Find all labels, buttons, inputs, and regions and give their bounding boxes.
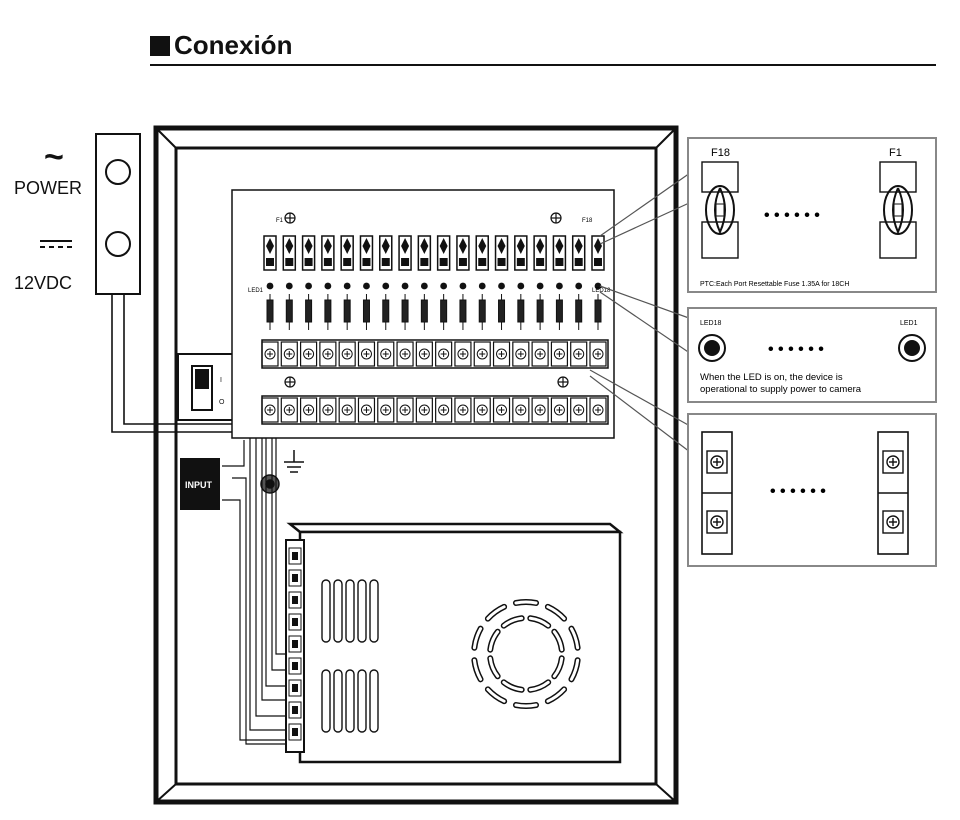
terminal-row-negative (261, 395, 609, 425)
vent-slot (357, 579, 367, 643)
vent-slot (333, 579, 343, 643)
fuse-detail-right (879, 161, 917, 259)
page-title: Conexión (150, 30, 292, 61)
input-wires (111, 294, 240, 433)
status-led (363, 282, 370, 290)
status-led (401, 282, 409, 290)
title-underline (150, 64, 936, 66)
status-led (556, 282, 563, 290)
callout-leaders (589, 165, 701, 453)
status-led (420, 282, 428, 290)
resistor (382, 299, 390, 323)
resistor (498, 299, 506, 323)
vent-slot (321, 579, 331, 643)
status-led (594, 282, 602, 290)
resistor-row (266, 294, 602, 330)
fuse-callout-left-label: F18 (711, 147, 730, 159)
status-led (536, 282, 544, 290)
led-caption-line-1: When the LED is on, the device is (700, 372, 843, 383)
resistor (594, 299, 602, 323)
resistor (536, 299, 544, 323)
status-led (498, 282, 505, 290)
distribution-board: LED1 LED18 F1 F18 (231, 189, 615, 439)
input-label: INPUT (185, 480, 213, 490)
fuse-row-left-label: F1 (276, 218, 284, 224)
led-row-left-label: LED1 (248, 288, 264, 294)
resistor (324, 299, 332, 323)
resistor (362, 299, 370, 323)
vent-slot (345, 579, 355, 643)
ac-symbol-icon: ~ (44, 138, 64, 176)
power-plug-block (95, 133, 141, 295)
fuse-holder-row (263, 235, 605, 271)
fuse-row-right-label: F18 (582, 218, 593, 224)
resistor (478, 299, 486, 323)
status-led (575, 282, 583, 290)
psu-wires (222, 438, 286, 745)
fuse-callout-right-label: F1 (889, 147, 902, 159)
resistor (420, 299, 428, 323)
status-led (440, 282, 448, 290)
led-callout-ellipsis: • • • • • • (768, 341, 824, 358)
status-led (266, 282, 274, 290)
resistor (343, 299, 351, 323)
vent-slot (369, 669, 379, 733)
resistor (440, 299, 448, 323)
status-led (517, 282, 525, 290)
title-text: Conexión (174, 30, 293, 60)
vent-slot (345, 669, 355, 733)
status-led (382, 282, 390, 290)
resistor (305, 299, 313, 323)
terminal-detail-right (877, 431, 909, 555)
terminal-row-positive (261, 339, 609, 369)
title-bullet (150, 35, 170, 56)
resistor (266, 299, 274, 323)
status-led (478, 282, 486, 290)
led-caption-line-2: operational to supply power to camera (700, 384, 862, 395)
input-block (180, 458, 220, 510)
plus-symbol-icon (284, 212, 569, 388)
psu-terminal-strip (288, 547, 302, 741)
resistor (575, 299, 583, 323)
fuse-detail-left (701, 161, 739, 259)
status-led (459, 282, 467, 290)
fuse-callout-ellipsis: • • • • • • (764, 207, 820, 224)
psu-vent-slots (321, 579, 379, 733)
terminal-callout-ellipsis: • • • • • • (770, 483, 826, 500)
vent-slot (321, 669, 331, 733)
status-led (324, 282, 332, 290)
led-callout-left-label: LED18 (700, 320, 722, 327)
dc-symbol-icon (40, 240, 72, 248)
fuse-callout-panel: F18 F1 • • • • • • PTC:Each Port Resetta… (687, 137, 937, 293)
voltage-label: 12VDC (14, 273, 73, 293)
led-row-right-label: LED18 (592, 288, 611, 294)
led-callout-panel: LED18 LED1 • • • • • • When the LED is o… (687, 307, 937, 403)
terminal-detail-left (701, 431, 733, 555)
vent-slot (369, 579, 379, 643)
resistor (555, 299, 563, 323)
status-led (285, 282, 293, 290)
fan-grille-icon (471, 599, 581, 709)
status-led (343, 282, 351, 290)
resistor (517, 299, 525, 323)
power-switch: I O (177, 353, 237, 421)
svg-text:I: I (220, 377, 222, 384)
fuse-callout-caption: PTC:Each Port Resettable Fuse 1.35A for … (700, 281, 849, 288)
vent-slot (333, 669, 343, 733)
status-led (305, 282, 312, 290)
vent-slot (357, 669, 367, 733)
power-label: POWER (14, 178, 83, 198)
enclosure (153, 125, 679, 805)
resistor (401, 299, 409, 323)
svg-text:O: O (219, 399, 225, 406)
led-row (266, 282, 602, 290)
led-callout-right-label: LED1 (900, 320, 918, 327)
ground-symbol-icon (284, 450, 304, 473)
resistor (285, 299, 293, 323)
resistor (459, 299, 467, 323)
terminal-callout-panel: • • • • • • (687, 413, 937, 567)
